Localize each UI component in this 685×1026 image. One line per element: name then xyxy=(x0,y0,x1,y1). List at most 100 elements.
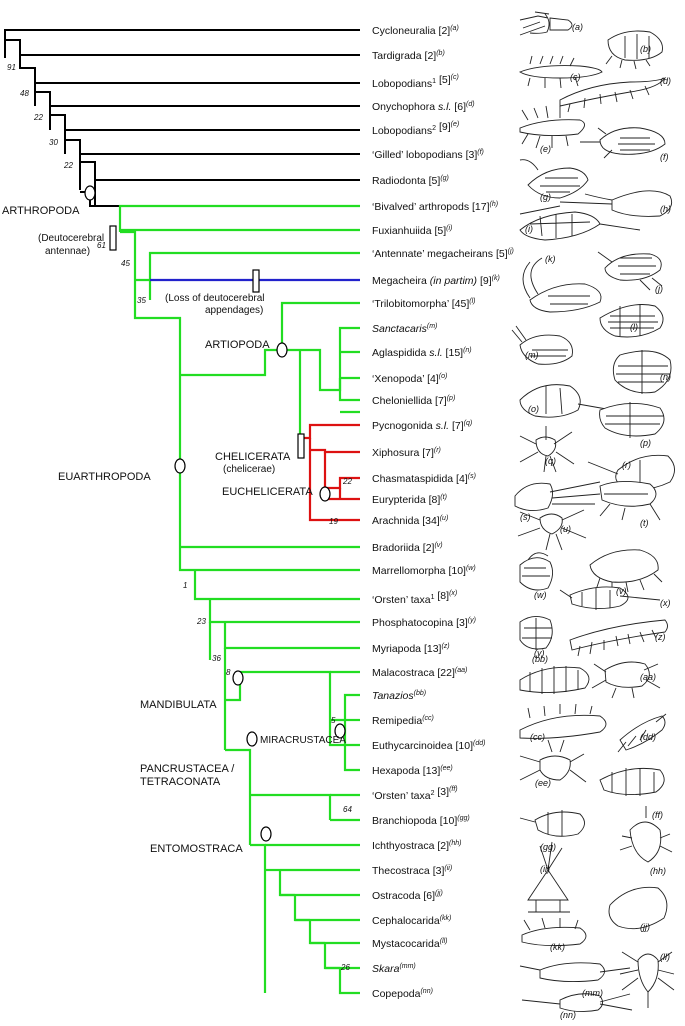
taxon-bnc: Branchiopoda [10](gg) xyxy=(372,815,470,827)
illustration-tag: (a) xyxy=(572,22,583,32)
illustration-tag: (kk) xyxy=(550,942,565,952)
annot-deuto-1: (Deutocerebral xyxy=(38,233,104,244)
support-91: 91 xyxy=(7,63,16,72)
illustration-tag: (o) xyxy=(528,404,539,414)
illustration-tag: (e) xyxy=(540,144,551,154)
illustration-tag: (nn) xyxy=(560,1010,576,1020)
illustration-jj xyxy=(608,886,668,930)
illustration-g xyxy=(519,159,589,199)
taxon-fux: Fuxianhuiida [5](i) xyxy=(372,225,452,237)
taxon-rad: Radiodonta [5](g) xyxy=(372,175,449,187)
taxon-ska: Skara(mm) xyxy=(372,963,416,975)
support-23: 23 xyxy=(196,617,206,626)
label-euchelicerata: EUCHELICERATA xyxy=(222,486,313,498)
annot-loss-1: (Loss of deutocerebral xyxy=(165,293,265,304)
taxon-meg: Megacheira (in partim) [9](k) xyxy=(372,275,500,287)
illustration-tag: (b) xyxy=(640,44,651,54)
illustration-i xyxy=(519,211,641,241)
illustration-tag: (s) xyxy=(520,512,531,522)
label-artiopoda: ARTIOPODA xyxy=(205,339,270,351)
support-61: 61 xyxy=(97,241,106,250)
taxon-ors1: ‘Orsten’ taxa1 [8](x) xyxy=(372,590,457,606)
taxon-pho: Phosphatocopina [3](y) xyxy=(372,617,476,629)
label-mandibulata: MANDIBULATA xyxy=(140,699,217,711)
taxon-cyc: Cycloneuralia [2](a) xyxy=(372,25,459,37)
illustration-tag: (jj) xyxy=(640,922,650,932)
taxon-agl: Aglaspidida s.l. [15](n) xyxy=(372,347,472,359)
illustration-tag: (bb) xyxy=(532,654,548,664)
illustration-s xyxy=(514,481,601,511)
illustration-ee xyxy=(519,739,587,783)
illustration-tag: (d) xyxy=(660,76,671,86)
taxon-mal: Malacostraca [22](aa) xyxy=(372,667,467,679)
illustration-ff xyxy=(599,767,665,796)
taxon-ant: ‘Antennate’ megacheirans [5](j) xyxy=(372,248,514,260)
taxon-gil: ‘Gilled’ lobopodians [3](f) xyxy=(372,149,484,161)
illustration-h xyxy=(519,190,673,217)
illustration-n xyxy=(612,350,672,394)
label-entomostraca: ENTOMOSTRACA xyxy=(150,843,243,855)
illustration-tag: (z) xyxy=(655,632,666,642)
illustration-tag: (v) xyxy=(616,586,627,596)
taxon-rem: Remipedia(cc) xyxy=(372,715,434,727)
node-artiopoda xyxy=(276,342,288,358)
taxon-tar: Tardigrada [2](b) xyxy=(372,50,445,62)
character-bars xyxy=(109,225,305,459)
illustration-d xyxy=(559,77,667,113)
illustration-e xyxy=(519,105,585,149)
illustration-dd xyxy=(617,713,667,753)
label-arthropoda: ARTHROPODA xyxy=(2,205,80,217)
support-5: 5 xyxy=(331,716,336,725)
illustration-tag: (k) xyxy=(545,254,556,264)
support-1: 1 xyxy=(183,581,187,590)
illustration-p xyxy=(599,402,665,438)
illustration-b xyxy=(605,30,663,70)
taxon-pyc: Pycnogonida s.l. [7](q) xyxy=(372,420,472,432)
illustration-tag: (t) xyxy=(640,518,649,528)
clade-nodes xyxy=(84,185,346,842)
support-45: 45 xyxy=(121,259,130,268)
illustration-t xyxy=(599,481,661,521)
illustration-tag: (gg) xyxy=(540,842,556,852)
taxon-mar: Marrellomorpha [10](w) xyxy=(372,565,476,577)
illustration-y xyxy=(519,616,553,650)
illustration-tag: (l) xyxy=(630,322,638,332)
taxon-xen: ‘Xenopoda’ [4](o) xyxy=(372,373,447,385)
illustration-tag: (mm) xyxy=(582,988,603,998)
support-26: 26 xyxy=(340,963,350,972)
illustration-gg xyxy=(519,810,585,837)
annot-loss-2: appendages) xyxy=(205,305,263,316)
illustration-bb xyxy=(519,666,590,694)
label-chelicerata: CHELICERATA xyxy=(215,451,291,463)
illustration-tag: (ee) xyxy=(535,778,551,788)
node-mandibulata xyxy=(232,670,244,686)
taxon-lob1: Lobopodians1 [5](c) xyxy=(372,74,459,90)
illustration-tag: (c) xyxy=(570,72,581,82)
illustration-column: (a)(b)(c)(d)(e)(f)(g)(h)(i)(j)(k)(l)(m)(… xyxy=(511,11,675,1020)
illustration-tag: (n) xyxy=(660,372,671,382)
support-35: 35 xyxy=(137,296,146,305)
taxon-ich: Ichthyostraca [2](hh) xyxy=(372,840,462,852)
taxon-ony: Onychophora s.l. [6](d) xyxy=(372,101,475,113)
taxon-the: Thecostraca [3](ii) xyxy=(372,865,452,877)
euarthropoda-branches xyxy=(118,204,360,995)
illustration-k xyxy=(522,257,602,313)
annot-deuto-2: antennae) xyxy=(45,246,90,257)
illustration-tag: (r) xyxy=(622,460,631,470)
illustration-tag: (dd) xyxy=(640,732,656,742)
bar-chelicerae xyxy=(297,433,305,459)
support-22c: 22 xyxy=(342,477,352,486)
chelicerata-branches xyxy=(300,423,360,522)
illustration-tag: (hh) xyxy=(650,866,666,876)
illustration-c xyxy=(518,55,603,89)
taxon-labels: Cycloneuralia [2](a) Tardigrada [2](b) Lob… xyxy=(372,25,514,1000)
label-tetraconata: TETRACONATA xyxy=(140,776,221,788)
illustration-tag: (x) xyxy=(660,598,671,608)
taxon-eut: Euthycarcinoidea [10](dd) xyxy=(372,740,485,752)
illustration-tag: (aa) xyxy=(640,672,656,682)
support-36: 36 xyxy=(212,654,221,663)
illustration-tag: (j) xyxy=(655,284,663,294)
illustration-z xyxy=(569,619,668,657)
illustration-ii xyxy=(527,841,570,913)
